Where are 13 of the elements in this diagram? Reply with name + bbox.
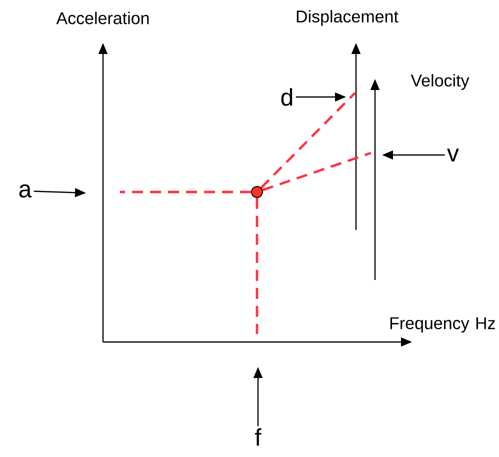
- point-marker: [251, 186, 263, 198]
- axis-label: Velocity: [410, 74, 470, 90]
- dashed-line: [120, 190, 252, 194]
- axis-label: Acceleration: [56, 12, 149, 24]
- dashed-line: [256, 198, 258, 334]
- axis-label: Frequency Hz: [390, 317, 495, 333]
- dashed-line: [262, 152, 372, 192]
- dashed-line: [260, 92, 356, 189]
- axis-letter: a: [19, 184, 32, 198]
- axis-label: Displacement: [296, 10, 398, 26]
- axis-letter: v: [447, 148, 459, 162]
- axis-letter: d: [281, 88, 292, 106]
- axis-letter: f: [255, 428, 262, 446]
